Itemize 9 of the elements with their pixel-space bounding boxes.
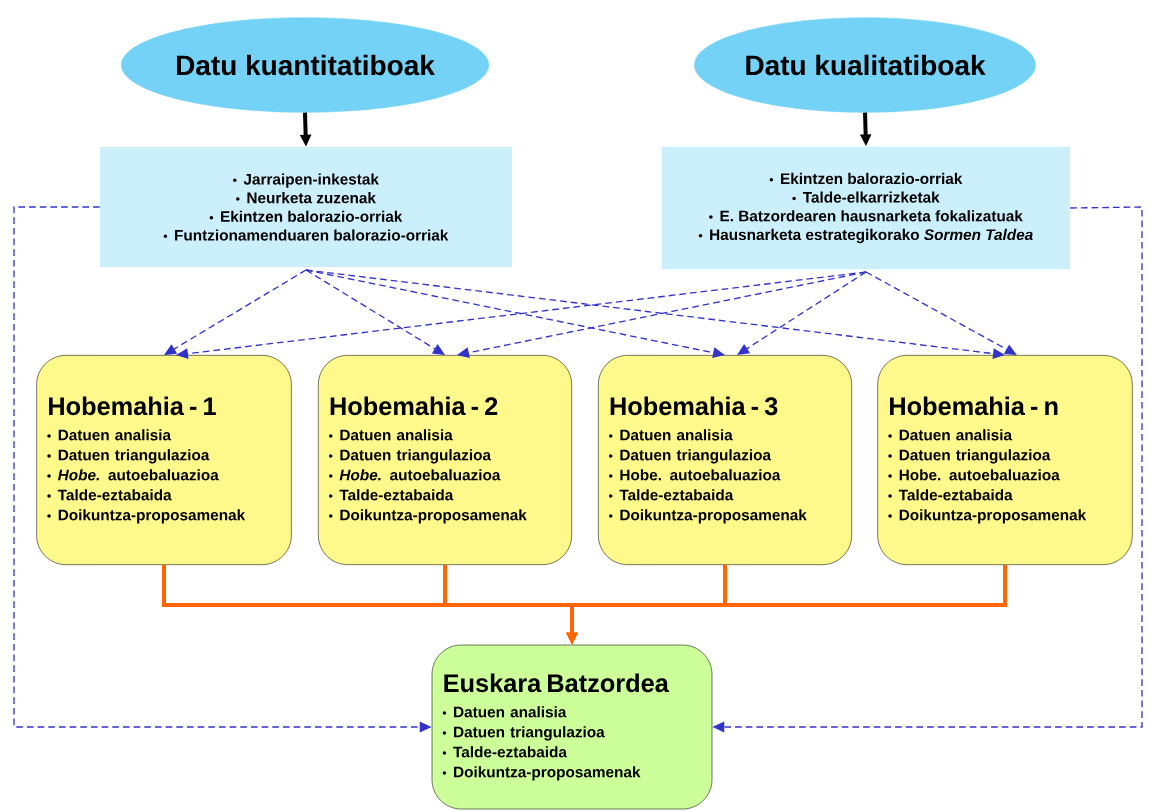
team-box: Hobemahia - 3 Datuen analisia Datuen triangulazioa Hobe. autoebaluazioa Talde-eztabaida Doikuntza-proposamenak (598, 355, 852, 565)
source-list-box: Ekintzen balorazio-orriak Talde-elkarrizketak E. Batzordearen hausnarketa fokalizatuak Hausnarketa estrategikorako Sormen Taldea (662, 146, 1070, 270)
team-box: Hobemahia - n Datuen analisia Datuen triangulazioa Hobe. autoebaluazioa Talde-eztabaida Doikuntza-proposamenak (877, 355, 1133, 565)
arrow (176, 271, 867, 360)
arrow (457, 271, 867, 359)
team-box: Hobemahia - 1 Datuen analisia Datuen triangulazioa Hobe. autoebaluazioa Talde-eztabaida Doikuntza-proposamenak (36, 355, 292, 565)
committee-box: Euskara Batzordea Datuen analisia Datuen triangulazioa Talde-eztabaida Doikuntza-proposamenak (431, 644, 713, 810)
source-list-box: Jarraipen-inkestak Neurketa zuzenak Ekintzen balorazio-orriak Funtzionamenduaren balorazio-orriak (100, 147, 512, 267)
team-box: Hobemahia - 2 Datuen analisia Datuen triangulazioa Hobe. autoebaluazioa Talde-eztabaida Doikuntza-proposamenak (318, 355, 572, 565)
